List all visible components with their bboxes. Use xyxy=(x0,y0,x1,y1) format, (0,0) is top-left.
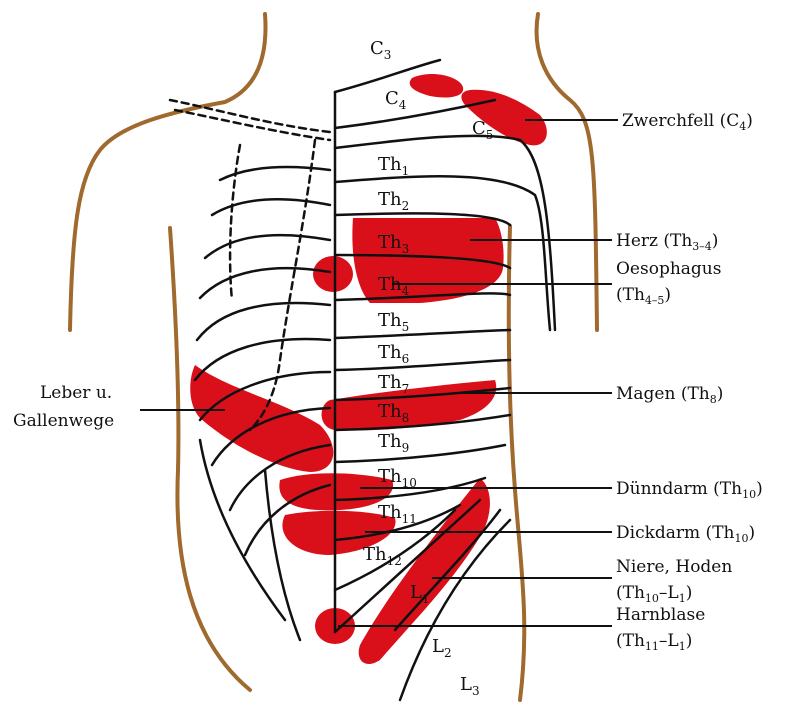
annotation-magen: Magen (Th8) xyxy=(616,384,723,406)
annotation-oesophagus: Oesophagus xyxy=(616,259,721,279)
segment-label-th7: Th7 xyxy=(378,372,409,396)
annotation-zwerchfell: Zwerchfell (C4) xyxy=(622,111,753,133)
annotation-duenndarm: Dünndarm (Th10) xyxy=(616,479,763,501)
segment-label-th11: Th11 xyxy=(378,502,417,526)
annotation-niere: Niere, Hoden xyxy=(616,557,732,577)
torso-left-outline xyxy=(170,228,250,690)
annotation-harnblase: Harnblase xyxy=(616,605,705,625)
costal-margin-dashed xyxy=(250,140,315,430)
left-rib xyxy=(212,199,330,215)
segment-label-th9: Th9 xyxy=(378,431,409,455)
segment-label-c4: C4 xyxy=(385,88,407,112)
annotation-herz: Herz (Th3–4) xyxy=(616,231,718,253)
left-rib xyxy=(200,268,330,298)
left-rib xyxy=(205,235,330,258)
zone-diaphragm xyxy=(410,74,463,97)
segment-label-l2: L2 xyxy=(432,636,452,660)
segment-label-l3: L3 xyxy=(460,674,480,698)
segment-label-th5: Th5 xyxy=(378,310,409,334)
band-th5-th6 xyxy=(335,330,510,338)
segment-label-th1: Th1 xyxy=(378,154,409,178)
segment-label-th12: Th12 xyxy=(363,544,402,568)
annotation-harnblase-segments: (Th11–L1) xyxy=(616,631,692,653)
torso-right-outline xyxy=(509,226,524,700)
annotation-oesophagus-segments: (Th4–5) xyxy=(616,285,671,307)
clavicle-dashed-lower xyxy=(175,110,330,140)
zone-oesophagus xyxy=(313,256,353,292)
band-c4-c5 xyxy=(335,100,495,128)
band-th9-th10 xyxy=(335,445,505,462)
annotation-gallenwege: Gallenwege xyxy=(13,411,114,431)
annotation-dickdarm: Dickdarm (Th10) xyxy=(616,523,755,545)
segment-label-th10: Th10 xyxy=(378,466,417,490)
annotation-leber: Leber u. xyxy=(40,383,112,403)
segment-label-th2: Th2 xyxy=(378,189,409,213)
segment-label-c3: C3 xyxy=(370,38,391,62)
band-th6-th7 xyxy=(335,360,510,370)
segment-label-th6: Th6 xyxy=(378,342,409,366)
clavicle-dashed xyxy=(170,100,330,132)
left-rib xyxy=(197,303,330,340)
annotation-niere-segments: (Th10–L1) xyxy=(616,583,692,605)
